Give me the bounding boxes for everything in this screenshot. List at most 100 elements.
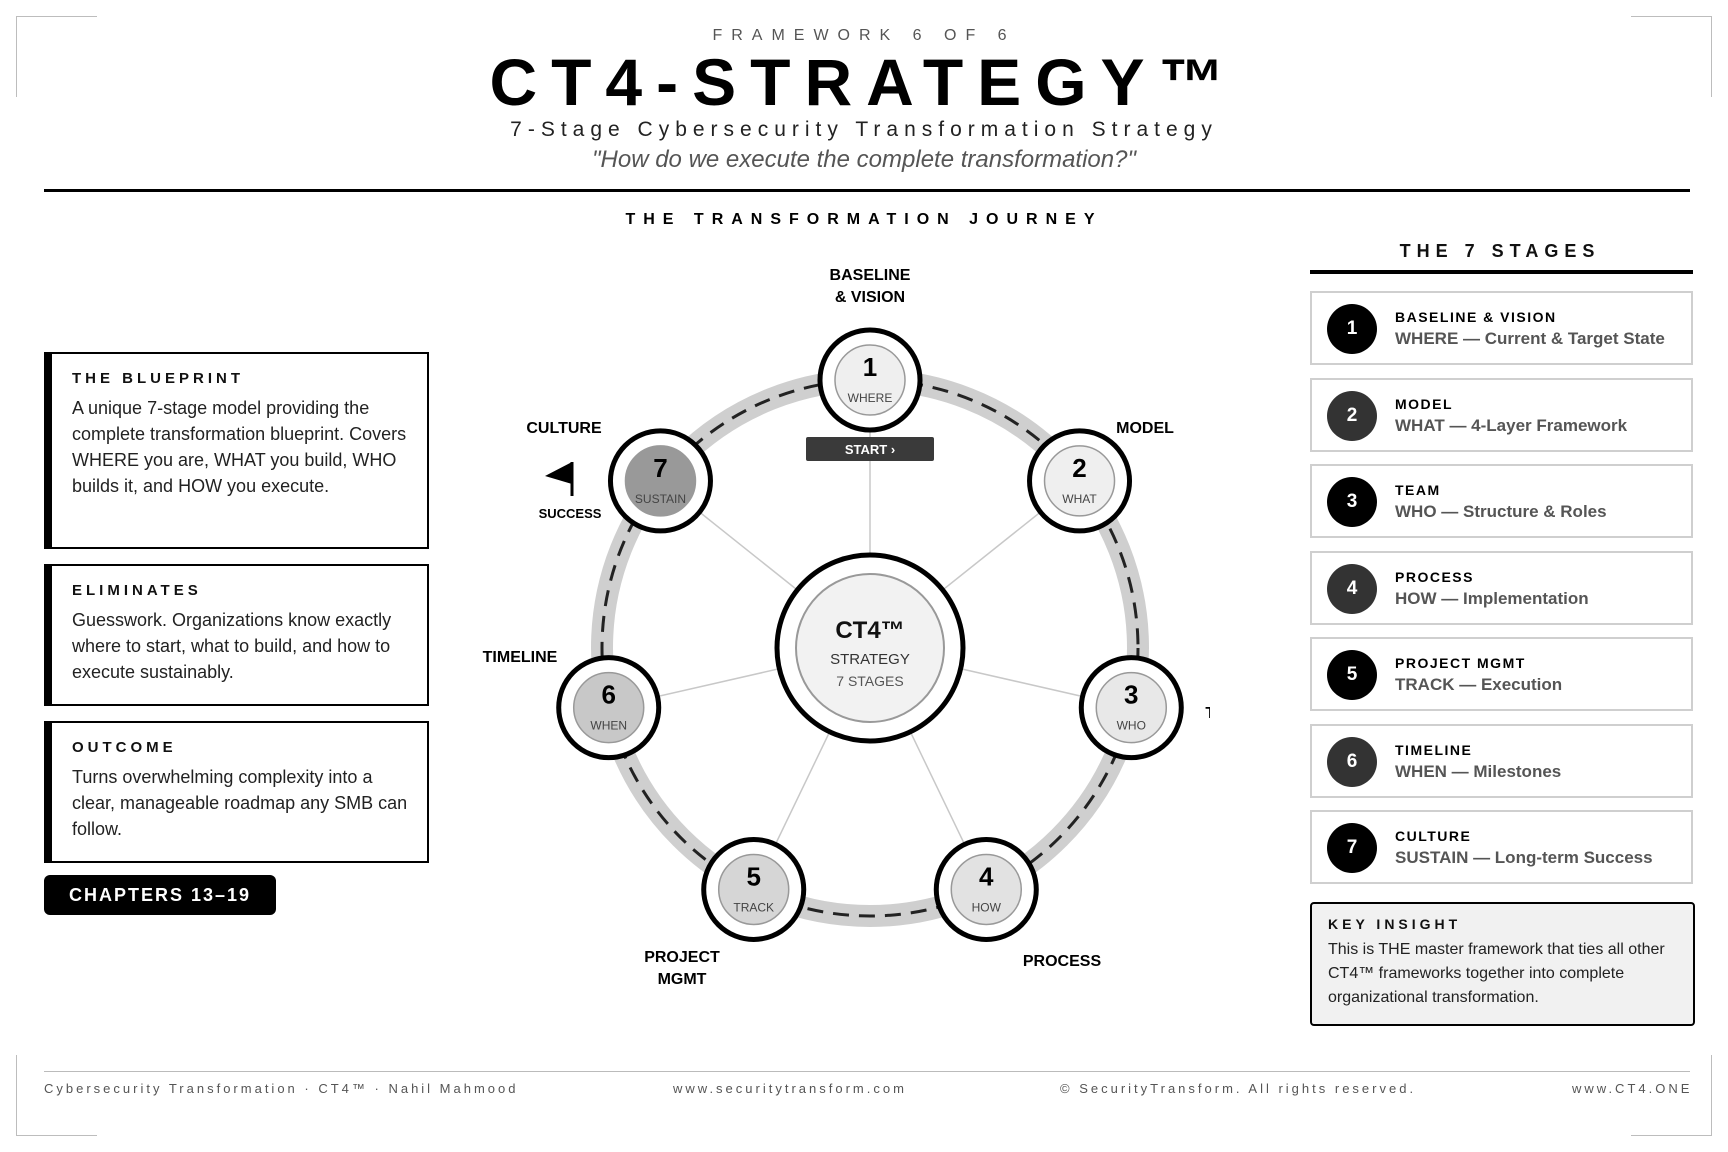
guiding-question: "How do we execute the complete transfor… [592,146,1136,173]
node-keyword: TRACK [733,900,774,914]
node-label: PROJECT [644,949,720,966]
blueprint-heading: THE BLUEPRINT [72,370,244,387]
flag-icon [545,462,574,496]
node-inner-disc [1043,445,1116,517]
stages-divider [1310,270,1693,274]
chapters-badge: CHAPTERS 13–19 [44,875,276,915]
key-insight-panel: KEY INSIGHT This is THE master framework… [1310,902,1695,1026]
stage-description: SUSTAIN — Long-term Success [1395,848,1653,867]
insight-heading: KEY INSIGHT [1328,916,1462,932]
start-label: START › [845,442,895,457]
stage-name: TIMELINE [1395,741,1473,758]
footer-website: www.securitytransform.com [673,1081,907,1096]
eliminates-text: Guesswork. Organizations know exactly wh… [72,610,392,682]
stage-card: 4 PROCESS HOW — Implementation [1310,550,1693,625]
node-inner-disc [950,853,1023,926]
node-label: TEAM [1205,705,1210,722]
stage-name: PROJECT MGMT [1395,655,1526,671]
node-number: 5 [746,861,760,891]
node-keyword: WHEN [590,719,627,733]
node-inner-disc [1095,671,1168,744]
center-title: CT4™ [835,617,904,644]
node-keyword: SUSTAIN [635,492,686,506]
node-label: TIMELINE [483,649,558,666]
stage-name: TEAM [1395,482,1441,498]
stage-card: 7 CULTURE SUSTAIN — Long-term Success [1310,810,1693,884]
stage-description: WHAT — 4-Layer Framework [1395,415,1628,435]
node-inner-disc [572,671,645,744]
footer-divider [44,1071,1690,1072]
node-number: 7 [653,453,667,483]
stage-card: 3 TEAM WHO — Structure & Roles [1310,464,1693,538]
stage-name: BASELINE & VISION [1395,309,1557,325]
framework-label: FRAMEWORK 6 OF 6 [712,27,1016,44]
node-label: & VISION [835,289,905,306]
corner-mark-bottom-left [16,1055,97,1136]
node-keyword: WHO [1117,719,1146,733]
stage-number-badge: 5 [1327,650,1377,700]
node-keyword: WHAT [1062,492,1097,506]
stage-number-badge: 1 [1327,304,1377,354]
page-title: CT4-STRATEGY™ [489,45,1239,119]
stage-description: WHO — Structure & Roles [1395,502,1607,521]
eliminates-heading: ELIMINATES [72,582,202,599]
node-inner-disc [717,853,790,926]
stage-card: 2 MODEL WHAT — 4-Layer Framework [1310,377,1693,452]
footer-site-link[interactable]: www.CT4.ONE [1572,1081,1693,1096]
corner-mark-top-left [16,16,97,97]
stage-description: WHERE — Current & Target State [1395,329,1665,348]
node-number: 1 [863,352,877,382]
corner-mark-top-right [1631,16,1712,97]
center-line2: 7 STAGES [836,673,903,689]
stage-number-badge: 3 [1327,477,1377,527]
transformation-wheel: CT4™ STRATEGY 7 STAGES START › SUCCESS 1… [483,267,1210,988]
outcome-text: Turns overwhelming complexity into a cle… [72,767,408,839]
center-line1: STRATEGY [830,651,910,668]
node-number: 2 [1072,453,1086,483]
footer-copyright: © SecurityTransform. All rights reserved… [1060,1081,1417,1096]
node-inner-disc [834,344,906,416]
blueprint-text: A unique 7-stage model providing the com… [72,398,407,496]
insight-text: This is THE master framework that ties a… [1328,941,1665,1006]
stage-number-badge: 4 [1327,563,1377,614]
journey-title: THE TRANSFORMATION JOURNEY [625,211,1103,228]
stage-card: 6 TIMELINE WHEN — Milestones [1310,723,1693,798]
node-label: MODEL [1116,420,1174,437]
node-keyword: HOW [972,900,1002,914]
node-number: 6 [601,680,615,710]
node-label: CULTURE [526,420,602,437]
start-marker: START › [806,437,934,461]
eliminates-panel: ELIMINATES Guesswork. Organizations know… [44,564,429,706]
stage-name: CULTURE [1395,828,1472,844]
node-number: 3 [1124,680,1138,710]
success-label: SUCCESS [539,506,602,521]
stage-card: 5 PROJECT MGMT TRACK — Execution [1310,637,1693,711]
outcome-heading: OUTCOME [72,739,177,756]
stage-name: PROCESS [1395,568,1474,585]
stage-number-badge: 7 [1327,823,1377,873]
wheel-center: CT4™ STRATEGY 7 STAGES [774,552,966,744]
node-inner-disc [624,445,697,517]
header-divider [44,189,1690,192]
node-label: MGMT [658,971,707,988]
stage-description: WHEN — Milestones [1395,761,1562,781]
stage-name: MODEL [1395,395,1454,412]
stage-number-badge: 2 [1327,390,1377,441]
outcome-panel: OUTCOME Turns overwhelming complexity in… [44,721,429,863]
node-number: 4 [979,861,994,891]
stage-number-badge: 6 [1327,736,1377,787]
corner-mark-bottom-right [1631,1055,1712,1136]
stage-description: HOW — Implementation [1395,588,1589,608]
page-subtitle: 7-Stage Cybersecurity Transformation Str… [510,118,1218,141]
stage-description: TRACK — Execution [1395,675,1563,694]
stages-title: THE 7 STAGES [1399,241,1601,261]
node-label: BASELINE [830,267,911,284]
blueprint-panel: THE BLUEPRINT A unique 7-stage model pro… [44,352,429,549]
